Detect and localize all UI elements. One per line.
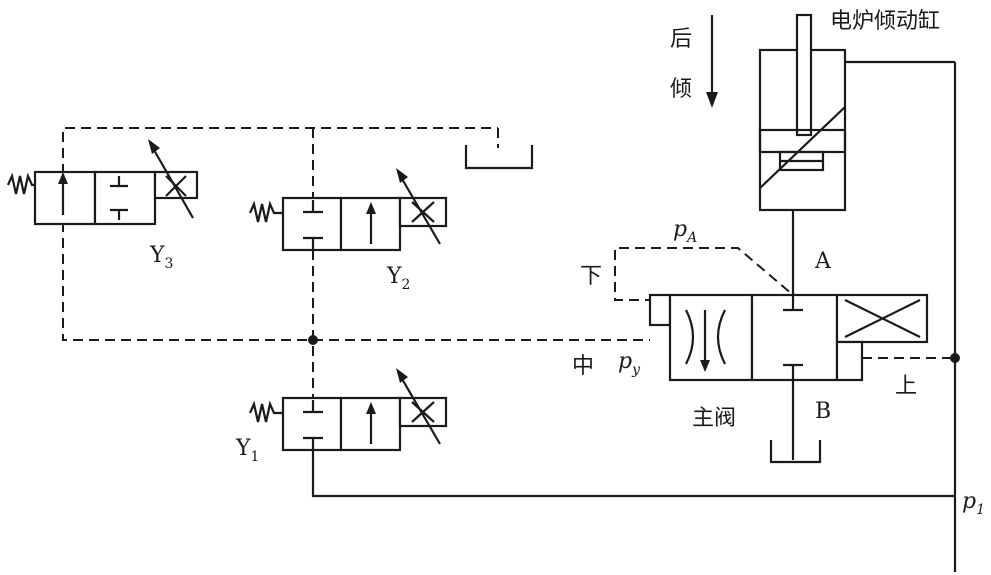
y3-label: Y3 [149,243,173,272]
valve-y1 [248,368,448,452]
backward-label-1: 后 [670,27,692,52]
p1-label: p1 [962,489,985,518]
main-valve-label: 主阀 [692,406,736,431]
junction-dot-right [950,353,960,363]
tank-top [464,145,534,170]
cylinder-label: 电炉倾动缸 [830,9,940,34]
backward-label-2: 倾 [670,77,692,102]
middle-position-label: 中 [572,354,594,379]
down-arrow-icon [706,15,718,108]
pilot-lines [62,127,955,400]
tank-bottom [769,440,822,464]
y1-label: Y1 [235,436,259,465]
junction-dot-left [308,335,318,345]
tilt-cylinder [758,13,847,212]
port-b-label: B [815,399,831,424]
pa-label: pA [673,217,697,246]
y2-label: Y2 [386,264,410,293]
main-valve [648,293,929,382]
up-position-label: 上 [895,374,917,399]
port-a-label: A [814,249,832,274]
valve-y2 [248,168,448,252]
down-position-label: 下 [580,264,602,289]
valve-y3 [6,139,199,226]
py-label: py [618,349,641,378]
pressure-lines [311,60,957,572]
